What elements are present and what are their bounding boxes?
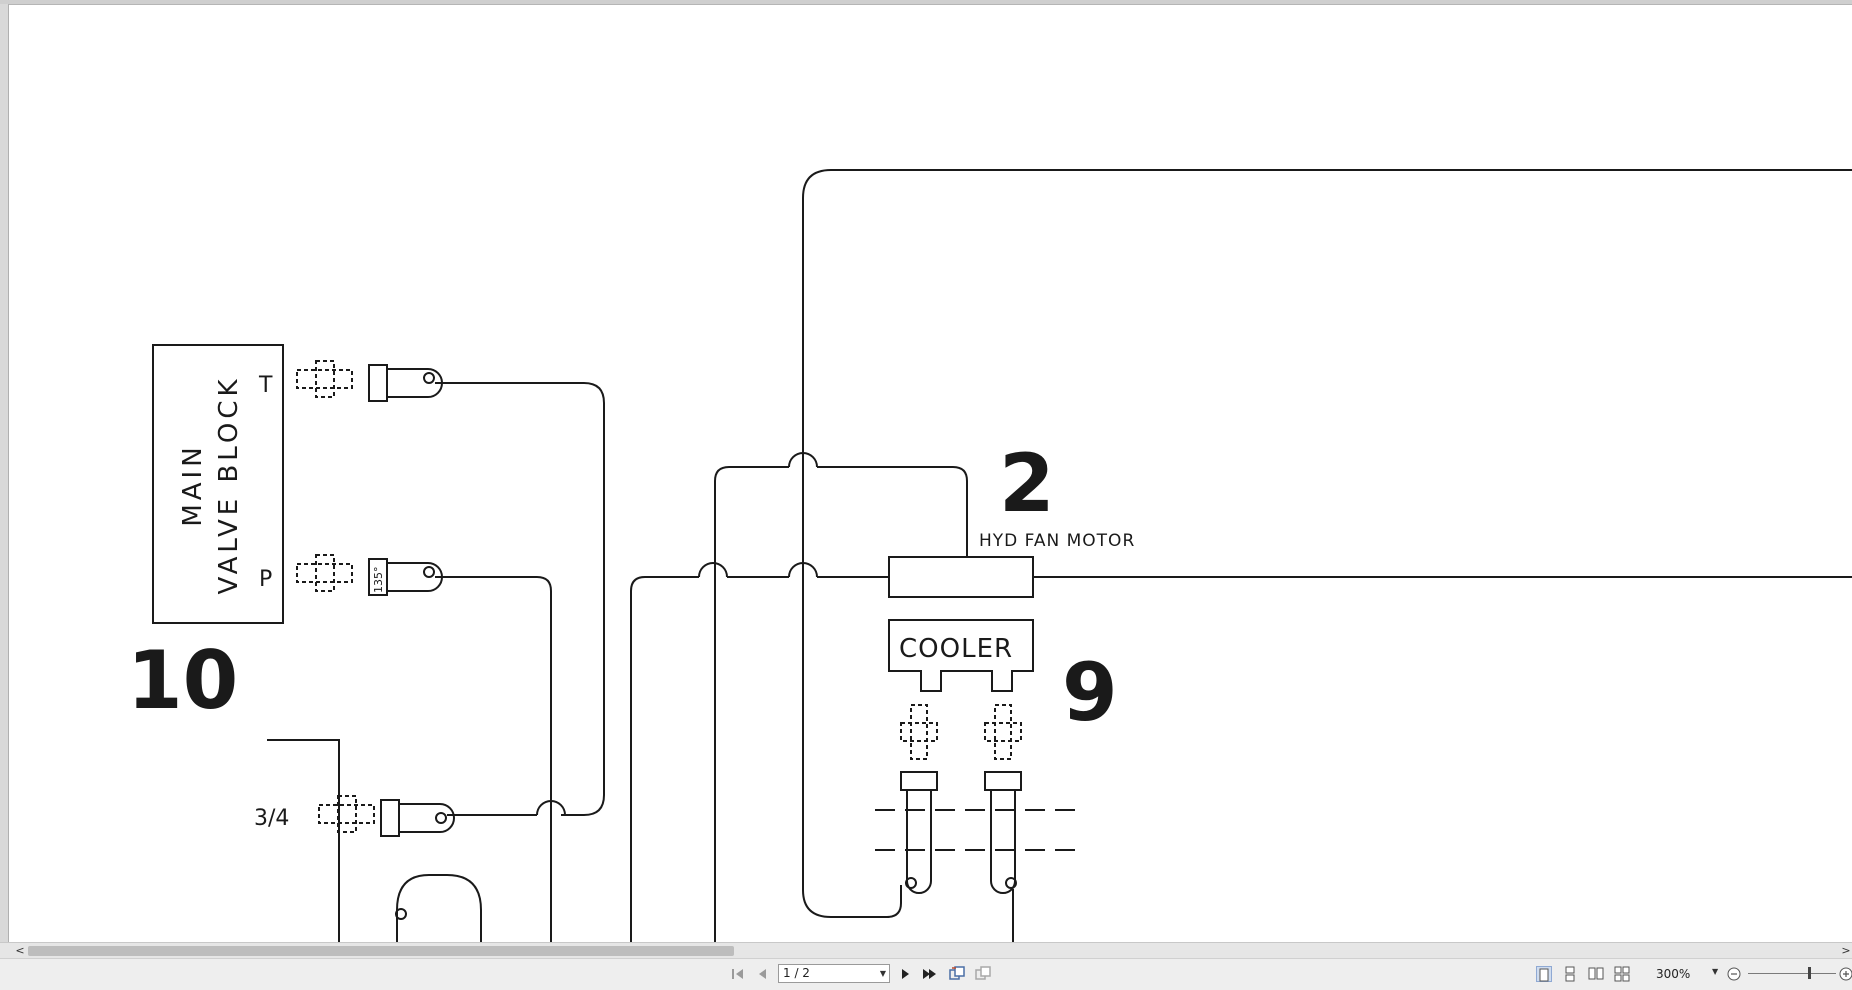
t-port-fitting bbox=[296, 360, 443, 402]
fitting-135-label: 135° bbox=[372, 567, 385, 594]
continuous-page-icon bbox=[1565, 966, 1575, 982]
last-page-icon bbox=[923, 969, 936, 979]
prev-page-icon bbox=[759, 969, 766, 979]
horizontal-scrollbar[interactable]: < > bbox=[0, 942, 1852, 958]
callout-10: 10 bbox=[127, 634, 238, 727]
port-p-label: P bbox=[259, 567, 272, 592]
hyd-fan-motor-label: HYD FAN MOTOR bbox=[979, 531, 1135, 551]
continuous-facing-icon bbox=[1614, 966, 1630, 982]
prev-page-button[interactable] bbox=[756, 965, 770, 983]
continuous-facing-view-button[interactable] bbox=[1614, 966, 1630, 982]
first-page-icon bbox=[732, 969, 743, 979]
page-number-field[interactable]: 1 / 2 ▼ bbox=[778, 964, 890, 983]
first-page-button[interactable] bbox=[730, 965, 746, 983]
zoom-in-button[interactable] bbox=[1838, 966, 1852, 984]
cooler-box bbox=[888, 619, 1034, 692]
page-dropdown-caret-icon[interactable]: ▼ bbox=[879, 969, 886, 978]
cooler-right-fitting bbox=[984, 704, 1022, 942]
zoom-out-icon bbox=[1727, 967, 1741, 981]
scroll-right-arrow[interactable]: > bbox=[1841, 944, 1851, 957]
hydraulic-schematic: MAIN VALVE BLOCK T P 135° bbox=[127, 169, 1852, 942]
top-border bbox=[0, 0, 1852, 5]
document-page[interactable]: MAIN VALVE BLOCK T P 135° bbox=[9, 5, 1852, 942]
previous-view-icon bbox=[949, 966, 965, 980]
cooler-label: COOLER bbox=[899, 634, 1013, 664]
next-view-button[interactable] bbox=[974, 965, 992, 983]
last-page-button[interactable] bbox=[920, 965, 938, 983]
callout-2: 2 bbox=[999, 437, 1055, 530]
main-valve-block-label-line1: MAIN bbox=[178, 443, 208, 526]
size-3-4-label: 3/4 bbox=[254, 806, 289, 831]
zoom-level[interactable]: 300% bbox=[1656, 967, 1691, 981]
main-valve-block-box bbox=[152, 344, 284, 624]
continuous-view-button[interactable] bbox=[1562, 966, 1578, 982]
left-gutter bbox=[0, 4, 9, 944]
zoom-slider-track[interactable] bbox=[1748, 973, 1836, 974]
port-t-label: T bbox=[258, 373, 273, 398]
hyd-fan-motor-box bbox=[888, 556, 1034, 598]
scroll-left-arrow[interactable]: < bbox=[15, 944, 25, 957]
next-page-icon bbox=[902, 969, 909, 979]
facing-view-button[interactable] bbox=[1588, 966, 1604, 982]
next-page-button[interactable] bbox=[898, 965, 912, 983]
callout-9: 9 bbox=[1062, 646, 1118, 739]
zoom-dropdown-caret-icon[interactable]: ▼ bbox=[1712, 967, 1719, 976]
main-valve-block-label-line2: VALVE BLOCK bbox=[214, 375, 244, 594]
zoom-in-icon bbox=[1839, 967, 1852, 981]
p-port-fitting: 135° bbox=[296, 554, 443, 596]
cooler-left-fitting bbox=[900, 704, 938, 894]
page-indicator: 1 / 2 bbox=[783, 966, 810, 980]
previous-view-button[interactable] bbox=[948, 965, 966, 983]
single-page-icon bbox=[1539, 968, 1549, 982]
single-page-view-button[interactable] bbox=[1536, 966, 1552, 982]
three-quarter-fitting bbox=[318, 795, 455, 837]
next-view-icon bbox=[975, 966, 991, 980]
zoom-out-button[interactable] bbox=[1726, 966, 1742, 984]
scroll-thumb[interactable] bbox=[28, 946, 734, 956]
bottom-toolbar: 1 / 2 ▼ 300% ▼ bbox=[0, 958, 1852, 990]
zoom-slider-thumb[interactable] bbox=[1808, 967, 1811, 979]
facing-pages-icon bbox=[1588, 967, 1604, 980]
